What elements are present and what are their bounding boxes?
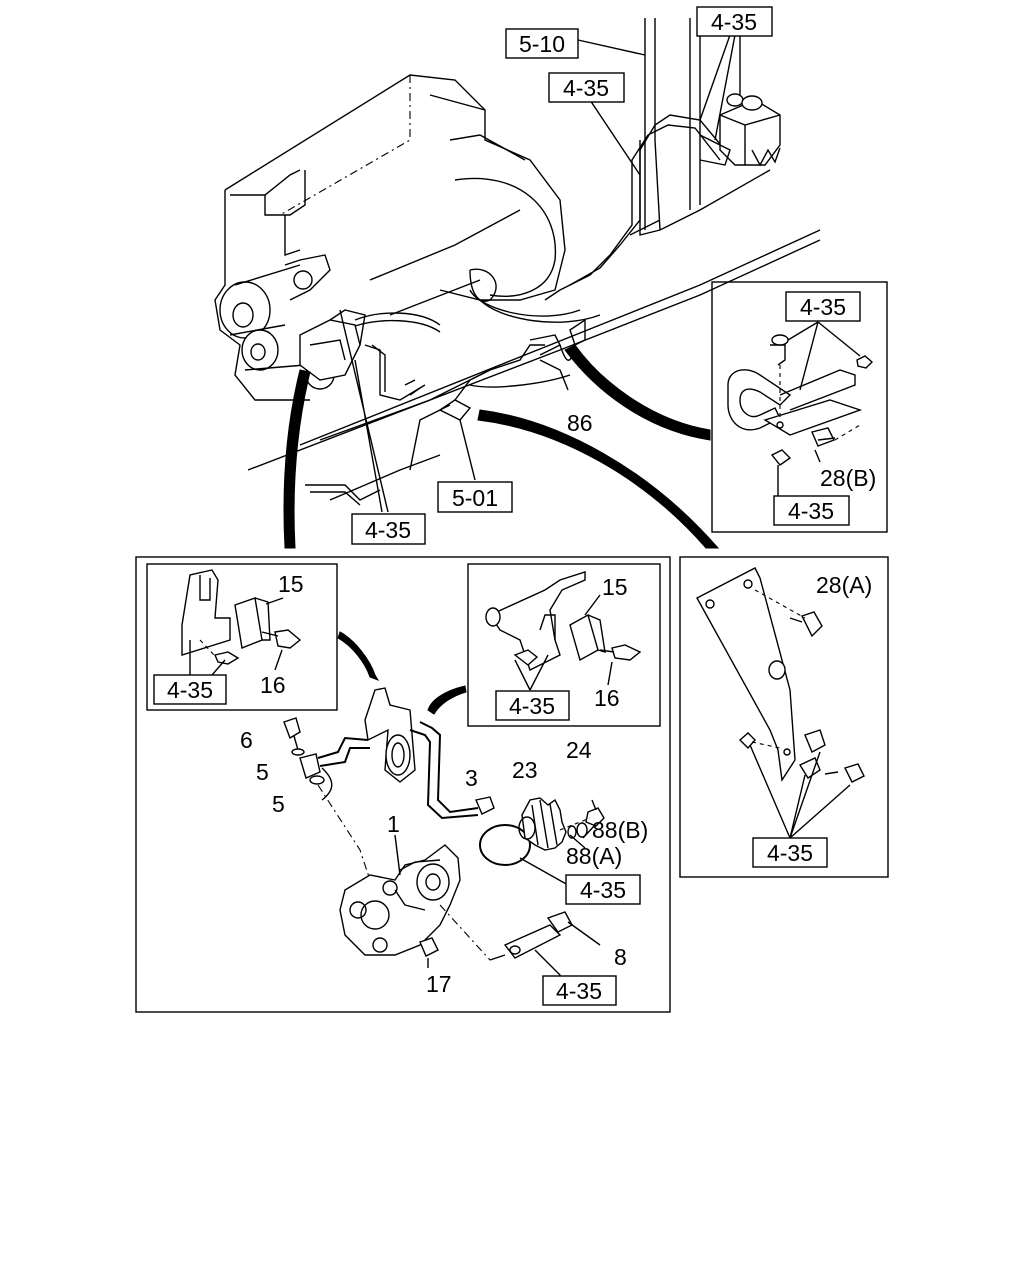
reference-label-boxes: 5-10 4-35 4-35 5-01 4-35 4-35 4-35 4-35 …: [153, 6, 861, 1006]
ref-4-35-clip-bottom: 4-35: [788, 498, 834, 524]
callout-6: 6: [240, 727, 253, 753]
ref-box-4-35-inset-right: [495, 690, 570, 721]
callout-28b: 28(B): [820, 465, 876, 491]
callout-3: 3: [465, 765, 478, 791]
ref-5-10: 5-10: [519, 31, 565, 57]
pump-detail-frame: [135, 556, 671, 1013]
callout-88a: 88(A): [566, 843, 622, 869]
ref-box-4-35-center: [351, 513, 426, 545]
callout-28a: 28(A): [816, 572, 872, 598]
ref-box-4-35-clip-bottom: [773, 495, 850, 526]
ref-box-4-35-pump-bottom: [542, 975, 617, 1006]
top-leader-lines: [339, 34, 741, 513]
ref-4-35-pump-bottom: 4-35: [556, 978, 602, 1004]
ref-box-4-35-inset-left: [153, 674, 227, 705]
ref-5-01: 5-01: [452, 485, 498, 511]
power-steering-pump-illustration: [283, 687, 605, 985]
ref-box-5-01: [437, 481, 513, 513]
ref-4-35-inset-right: 4-35: [509, 693, 555, 719]
callout-16-right: 16: [594, 685, 620, 711]
callout-17: 17: [426, 971, 452, 997]
callout-5-top: 5: [256, 759, 269, 785]
left-clamp-inset: [146, 563, 338, 711]
callout-23: 23: [512, 757, 538, 783]
ref-4-35-bracket: 4-35: [767, 840, 813, 866]
clip-detail-inset: [711, 281, 888, 533]
bracket-detail-inset: [679, 556, 889, 878]
callout-86: 86: [567, 410, 593, 436]
ref-box-4-35-bracket: [752, 837, 828, 868]
ref-4-35-pump-oring: 4-35: [580, 877, 626, 903]
ref-box-5-10: [505, 28, 579, 59]
callout-1: 1: [387, 811, 400, 837]
callout-15-right: 15: [602, 574, 628, 600]
ref-box-4-35-top-right: [696, 6, 773, 37]
right-clamp-inset: [467, 563, 661, 727]
engine-assembly-illustration: [214, 18, 821, 506]
callout-8: 8: [614, 944, 627, 970]
callout-15-left: 15: [278, 571, 304, 597]
ref-box-4-35-top: [548, 72, 625, 103]
ref-4-35-center: 4-35: [365, 517, 411, 543]
ref-4-35-clip-top: 4-35: [800, 294, 846, 320]
part-callouts: 86 28(B) 28(A) 15 16 15 16 6 5 5 3 23 24…: [240, 410, 876, 997]
detail-pointer-arrows: [283, 344, 720, 715]
ref-4-35-top-right: 4-35: [711, 9, 757, 35]
callout-88b: 88(B): [592, 817, 648, 843]
ref-4-35-inset-left: 4-35: [167, 677, 213, 703]
callout-16-left: 16: [260, 672, 286, 698]
callout-5-bottom: 5: [272, 791, 285, 817]
ref-4-35-top: 4-35: [563, 75, 609, 101]
ref-box-4-35-pump-oring: [565, 874, 641, 905]
ref-box-4-35-clip-top: [785, 291, 861, 322]
callout-24: 24: [566, 737, 592, 763]
